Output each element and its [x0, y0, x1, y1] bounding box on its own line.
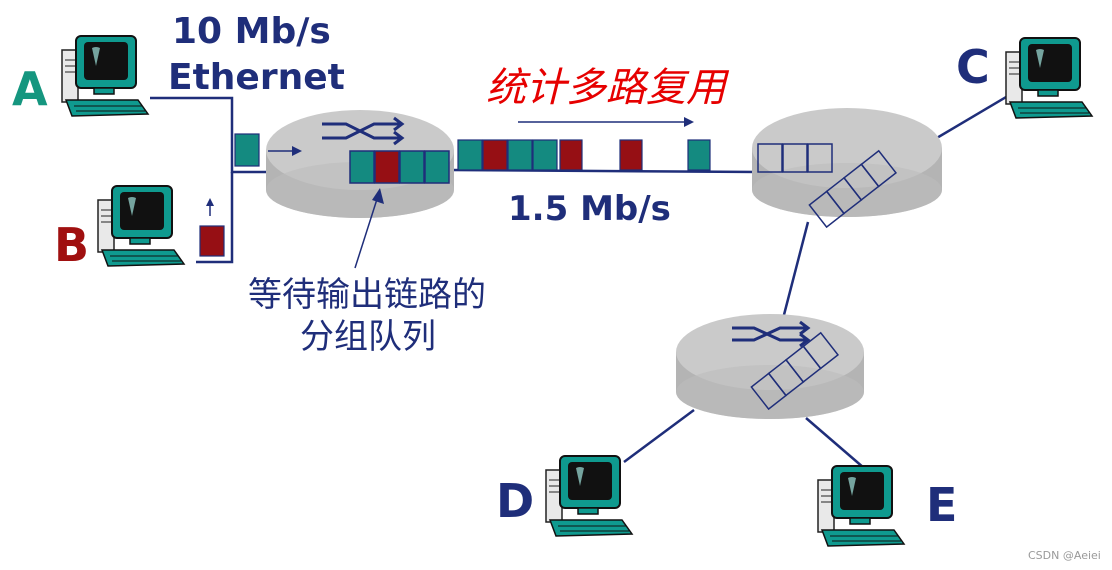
packet	[507, 139, 533, 171]
packet	[482, 139, 508, 171]
computer-c-icon	[1005, 37, 1093, 119]
ethernet-label: Ethernet	[168, 57, 345, 98]
packet-from-b	[199, 198, 225, 257]
packet	[619, 139, 643, 171]
router3-queue-diagonal	[750, 331, 840, 411]
packet	[559, 139, 583, 171]
router2-queue-horizontal	[757, 143, 833, 173]
packet	[687, 139, 711, 171]
link-a	[150, 96, 268, 174]
packet	[457, 139, 483, 171]
stat-mux-label: 统计多路复用	[486, 65, 726, 111]
router-1	[266, 110, 454, 218]
ethernet-speed-label: 10 Mb/s	[172, 11, 331, 52]
link-speed-label: 1.5 Mb/s	[508, 189, 671, 229]
router1-queue	[349, 150, 450, 184]
link-e	[805, 417, 865, 469]
callout-arrow-icon	[354, 188, 384, 269]
computer-b-icon	[97, 185, 185, 267]
link-c	[929, 88, 1019, 144]
link-b	[196, 172, 234, 264]
queue-label-line1: 等待输出链路的	[248, 275, 486, 315]
link-packets	[457, 139, 711, 171]
node-label-a: A	[12, 62, 48, 116]
node-label-b: B	[54, 218, 90, 272]
node-label-d: D	[496, 474, 535, 528]
router-2	[752, 108, 942, 229]
router-3	[676, 314, 864, 419]
router2-queue-diagonal	[808, 149, 898, 229]
direction-arrow-icon	[518, 117, 694, 127]
computer-d-icon	[545, 455, 633, 537]
switch-icon	[322, 116, 405, 146]
node-label-c: C	[956, 40, 990, 94]
watermark: CSDN @Aeiei	[1028, 549, 1101, 562]
packet	[532, 139, 558, 171]
packet-from-a	[234, 133, 302, 167]
node-label-e: E	[926, 478, 958, 532]
computer-e-icon	[817, 465, 905, 547]
switch-icon	[732, 320, 811, 348]
queue-label-line2: 分组队列	[300, 317, 436, 357]
link-d	[623, 408, 695, 464]
computer-a-icon	[61, 35, 149, 117]
